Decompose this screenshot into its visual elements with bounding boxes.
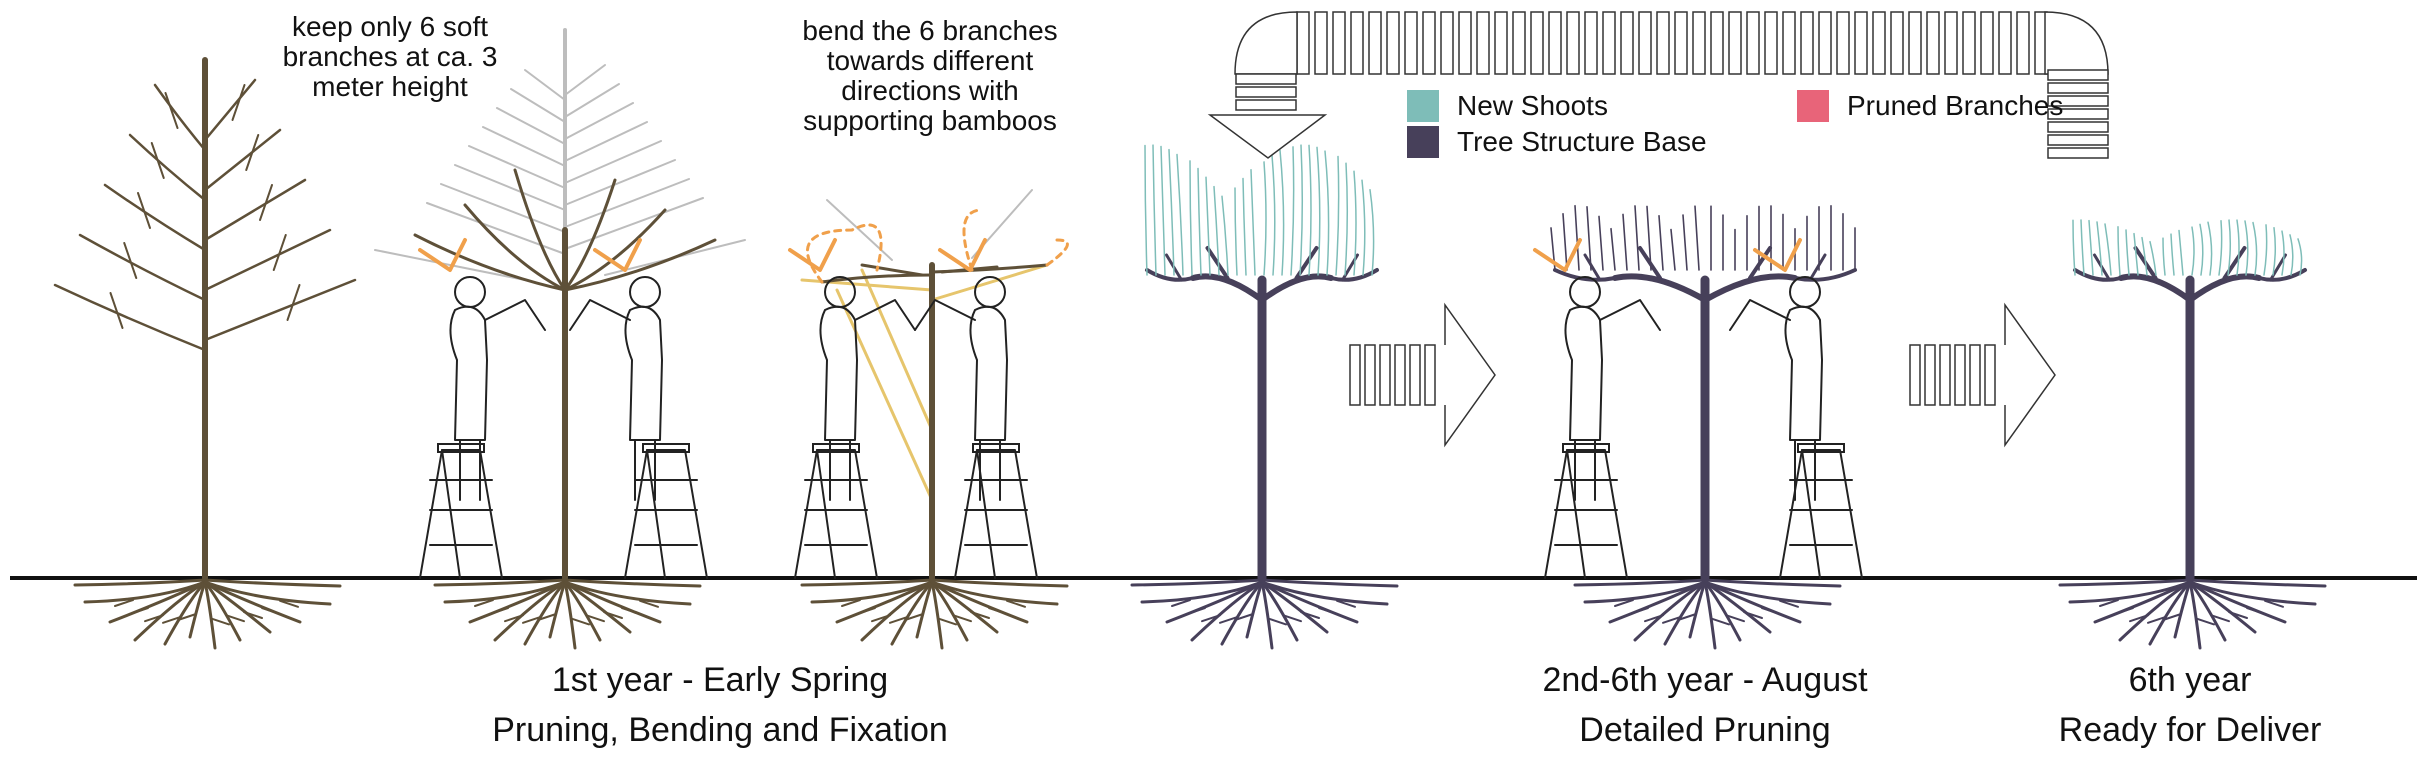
legend-swatch-new-shoots [1407,90,1439,122]
detailed-pruning-tree [1550,204,1857,583]
roots [433,578,702,650]
loop-arrow [1207,11,2109,159]
workers-and-ladders [418,238,1863,579]
arrow-right [1349,302,1496,448]
roots [1573,578,1842,650]
legend-swatch-structure-base [1407,126,1439,158]
arrow-right [1909,302,2056,448]
ladder [954,443,1038,579]
roots [2058,578,2327,650]
final-tree [2072,219,2307,583]
root-systems [73,578,2327,650]
worker [1533,238,1661,501]
stage1-title: 1st year - Early Spring [551,661,889,699]
stage3-title: 6th year [2128,661,2252,699]
legend-label-new-shoots: New Shoots [1457,90,1608,121]
roots [1130,578,1399,650]
legend-label-structure-base: Tree Structure Base [1457,126,1707,157]
young-tree [53,57,357,581]
legend-item-structure-base: Tree Structure Base [1407,126,1707,158]
legend-swatch-pruned-branches [1797,90,1829,122]
roots [800,578,1069,650]
worker [1729,238,1823,501]
stage2-subtitle: Detailed Pruning [1579,711,1831,749]
worker [788,238,916,501]
stage1-subtitle: Pruning, Bending and Fixation [492,711,948,749]
worker [418,238,546,501]
tree-with-new-shoots [1144,144,1379,583]
ladder [1779,443,1863,579]
legend-label-pruned-branches: Pruned Branches [1847,90,2064,121]
bending-tree [800,189,1069,581]
keep-branches-note: keep only 6 soft branches at ca. 3 meter… [282,11,498,102]
legend-item-new-shoots: New Shoots [1407,90,1608,122]
legend-item-pruned-branches: Pruned Branches [1797,90,2063,122]
worker [914,238,1008,501]
ladder [1544,443,1628,579]
stage2-title: 2nd-6th year - August [1542,661,1868,699]
roots [73,578,342,650]
ladder [794,443,878,579]
process-arrows [1207,11,2109,448]
ladder [624,443,708,579]
bend-branches-note: bend the 6 branches towards different di… [802,15,1058,136]
pruning-tree [374,28,746,581]
stage3-subtitle: Ready for Deliver [2058,711,2322,749]
worker [569,238,663,501]
